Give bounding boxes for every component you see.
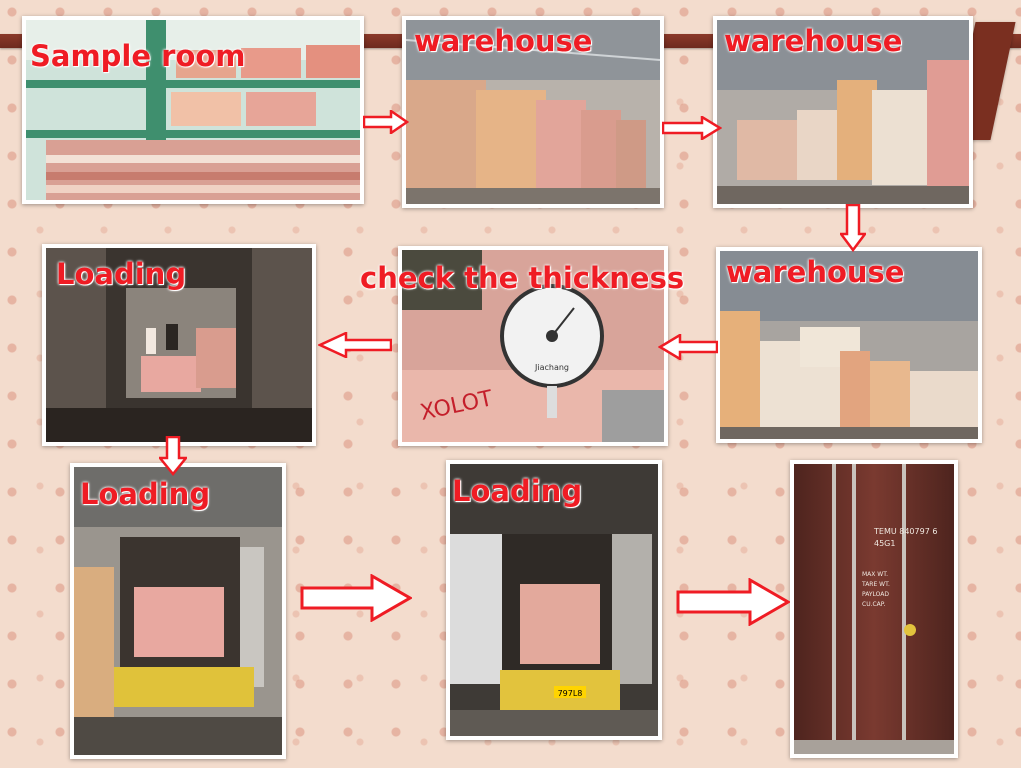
label-loading-1: Loading — [56, 257, 187, 291]
arrow-left-1 — [658, 334, 718, 360]
label-sample-room: Sample room — [30, 39, 246, 73]
warehouse-1-scene — [406, 20, 660, 204]
warehouse-2-scene — [717, 20, 969, 204]
photo-sealed-container: TEMU 840797 6 45G1 MAX WT. TARE WT. PAYL… — [790, 460, 958, 758]
container-code-text: TEMU 840797 6 — [873, 527, 937, 536]
photo-sample-room — [22, 16, 364, 204]
warehouse-3-scene — [720, 251, 978, 439]
arrow-down-1 — [840, 204, 866, 252]
arrow-down-2 — [159, 436, 187, 476]
gauge-brand-text: Jiachang — [534, 363, 569, 372]
label-check-thickness: check the thickness — [360, 261, 685, 295]
label-warehouse-1: warehouse — [414, 24, 593, 58]
photo-warehouse-2 — [713, 16, 973, 208]
cu-cap-text: CU.CAP. — [862, 601, 885, 608]
loading-1-scene — [46, 248, 312, 442]
container-type-text: 45G1 — [874, 539, 895, 548]
loading-3-scene: 797L8 — [450, 464, 658, 736]
payload-text: PAYLOAD — [862, 591, 889, 598]
label-warehouse-2: warehouse — [724, 24, 903, 58]
check-thickness-scene: Jiachang XOLOT — [402, 250, 664, 442]
label-warehouse-3: warehouse — [726, 255, 905, 289]
loading-2-scene — [74, 467, 282, 755]
photo-warehouse-3 — [716, 247, 982, 443]
photo-loading-2 — [70, 463, 286, 759]
photo-check-thickness: Jiachang XOLOT — [398, 246, 668, 446]
sealed-container-scene: TEMU 840797 6 45G1 MAX WT. TARE WT. PAYL… — [794, 464, 954, 754]
max-wt-text: MAX WT. — [862, 571, 888, 578]
label-loading-3: Loading — [452, 474, 583, 508]
arrow-right-3 — [300, 574, 412, 622]
photo-warehouse-1 — [402, 16, 664, 208]
photo-loading-1 — [42, 244, 316, 446]
sample-room-scene — [26, 20, 360, 200]
label-loading-2: Loading — [80, 477, 211, 511]
photo-loading-3: 797L8 — [446, 460, 662, 740]
license-plate-text: 797L8 — [558, 689, 583, 698]
arrow-right-2 — [662, 116, 722, 140]
arrow-left-2 — [318, 332, 392, 358]
tare-wt-text: TARE WT. — [861, 581, 890, 588]
arrow-right-1 — [363, 110, 409, 134]
arrow-right-4 — [676, 578, 790, 626]
